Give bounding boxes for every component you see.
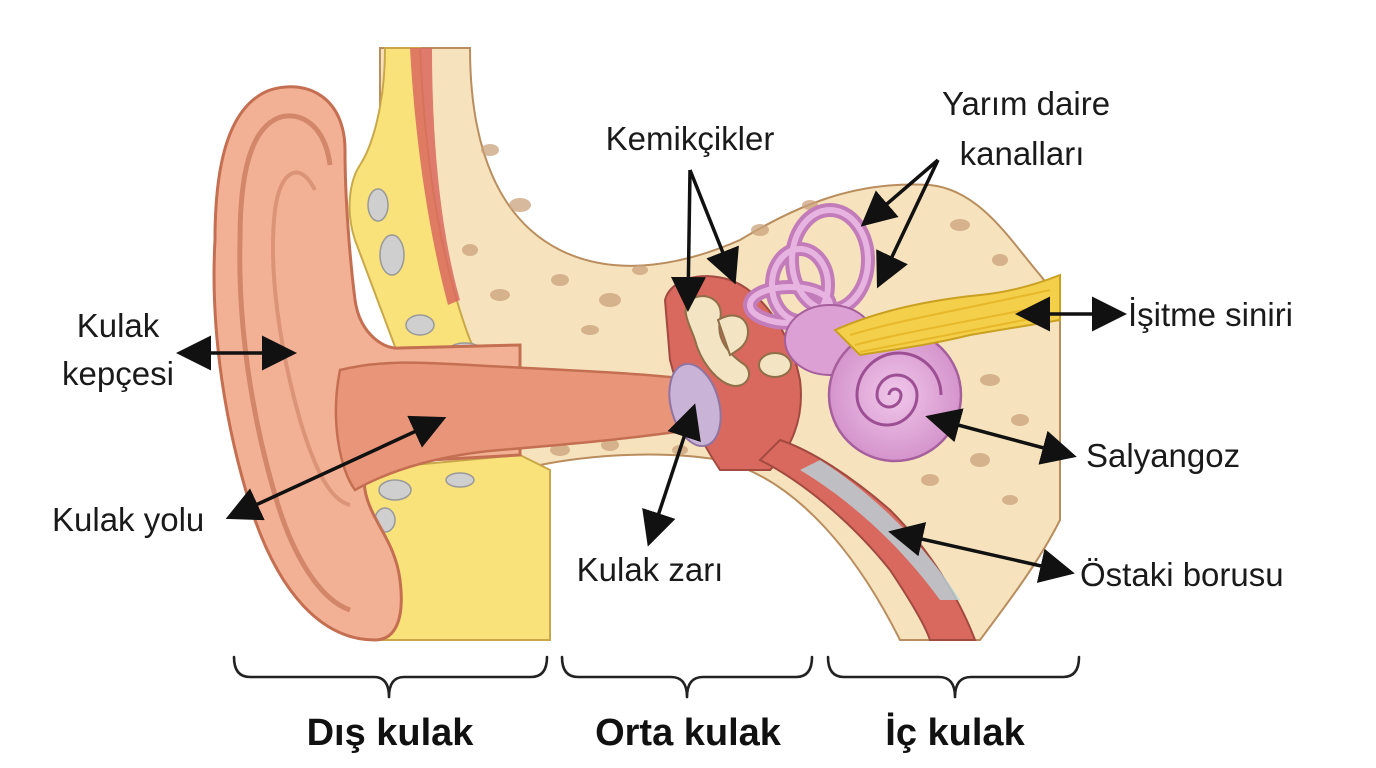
label-cochlea: Salyangoz bbox=[1086, 437, 1240, 474]
label-semicircular-line1: Yarım daire bbox=[942, 85, 1110, 122]
section-middle-ear: Orta kulak bbox=[595, 712, 782, 754]
label-pinna-line1: Kulak bbox=[77, 307, 160, 344]
pinna-helix-fold bbox=[237, 113, 351, 613]
arrow-ear-canal bbox=[225, 415, 447, 521]
label-pinna-line2: kepçesi bbox=[62, 355, 174, 392]
auditory-nerve bbox=[833, 273, 1061, 357]
label-ossicles: Kemikçikler bbox=[606, 120, 775, 157]
label-eustachian: Östaki borusu bbox=[1080, 556, 1284, 593]
arrow-cochlea bbox=[925, 408, 1077, 465]
labels: Kulak kepçesi Kulak yolu Kemikçikler Yar… bbox=[52, 85, 1293, 593]
arrow-ossicles-1 bbox=[670, 169, 706, 312]
arrow-semicircular-1 bbox=[860, 158, 940, 227]
arrow-eardrum bbox=[642, 403, 701, 547]
label-eardrum: Kulak zarı bbox=[577, 551, 724, 588]
section-inner-ear: İç kulak bbox=[885, 712, 1025, 754]
muscle-strip bbox=[410, 48, 460, 305]
brace-outer bbox=[232, 655, 549, 699]
brace-middle bbox=[560, 655, 814, 699]
label-semicircular-line2: kanalları bbox=[960, 135, 1085, 172]
eustachian-tube bbox=[758, 438, 977, 641]
arrow-eustachian bbox=[888, 522, 1075, 583]
label-auditory-nerve: İşitme siniri bbox=[1128, 296, 1293, 333]
pointer-arrows bbox=[176, 158, 1127, 583]
section-braces bbox=[232, 655, 1081, 699]
ossicles bbox=[684, 295, 792, 387]
brace-inner bbox=[826, 655, 1081, 699]
label-ear-canal: Kulak yolu bbox=[52, 501, 204, 538]
cochlea-spiral bbox=[855, 351, 943, 427]
arrow-ossicles-2 bbox=[688, 169, 739, 285]
section-titles: Dış kulak Orta kulak İç kulak bbox=[307, 712, 1026, 754]
section-outer-ear: Dış kulak bbox=[307, 712, 475, 754]
arrow-semicircular-2 bbox=[876, 159, 940, 289]
